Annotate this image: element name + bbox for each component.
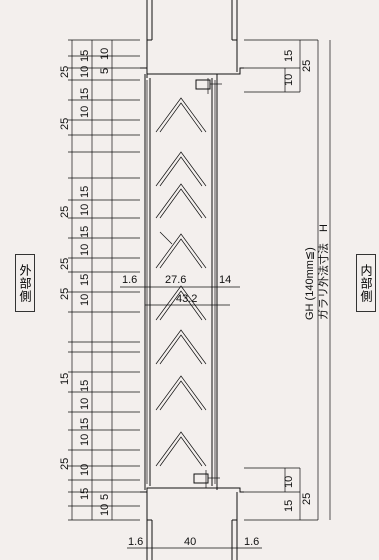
left-inner-dim: 15 (79, 186, 91, 198)
right-dim-15-top: 15 (283, 50, 295, 62)
dimension-texts: 10 15 25 10 15 25 GH (140mm≦) ガラリ外法寸法 H … (122, 50, 330, 548)
right-dimension-lines (244, 39, 331, 521)
mid-dim-1-6: 1.6 (122, 274, 137, 286)
right-dim-25-top: 25 (301, 60, 313, 72)
blade-chevron (155, 285, 207, 321)
left-inner-dim: 15 (79, 226, 91, 238)
left-outer-dim: 25 (59, 258, 71, 270)
left-small-dim: 5 (99, 494, 111, 500)
blade-chevron (155, 375, 207, 411)
left-inner-dim: 15 (79, 380, 91, 392)
mid-dim-43-2: 43.2 (176, 293, 197, 305)
blade-chevron (155, 431, 207, 467)
left-inner-dim: 10 (79, 66, 91, 78)
mid-dimension (120, 231, 240, 306)
left-inner-dim: 10 (79, 398, 91, 410)
left-outer-dim: 15 (59, 373, 71, 385)
left-inner-dim: 10 (79, 464, 91, 476)
glass-height-label: GH (140mm≦) (304, 247, 316, 320)
left-inner-dim: 10 (79, 244, 91, 256)
exterior-side-label: 外部側 (15, 254, 35, 312)
left-inner-dim: 15 (79, 488, 91, 500)
left-dimension-lines (68, 39, 140, 521)
left-dimension-texts: 25 25 25 25 25 15 25 15 10 15 10 15 10 15 10 15 10 15 10 15… (59, 48, 111, 516)
right-dim-10-top: 10 (283, 74, 295, 86)
top-fixing (195, 78, 222, 94)
bottom-fixing (193, 470, 220, 488)
top-frame (140, 0, 244, 78)
bottom-frame (140, 487, 244, 560)
interior-side-label: 内部側 (356, 254, 376, 312)
glass-outer-label: ガラリ外法寸法 H (316, 224, 330, 320)
left-small-dim: 10 (99, 504, 111, 516)
left-outer-dim: 25 (59, 118, 71, 130)
left-small-dim: 10 (99, 48, 111, 60)
left-outer-dim: 25 (59, 206, 71, 218)
left-inner-dim: 10 (79, 294, 91, 306)
right-dim-25-bottom: 25 (301, 493, 313, 505)
bottom-dim-1-6-left: 1.6 (128, 536, 143, 548)
louver-blades (155, 97, 207, 467)
left-outer-dim: 25 (59, 288, 71, 300)
louver-frame (144, 74, 218, 490)
left-inner-dim: 10 (79, 204, 91, 216)
left-inner-dim: 10 (79, 106, 91, 118)
left-inner-dim: 15 (79, 88, 91, 100)
blade-chevron (155, 329, 207, 365)
right-dim-10-bottom: 10 (283, 476, 295, 488)
left-outer-dim: 25 (59, 66, 71, 78)
left-inner-dim: 15 (79, 50, 91, 62)
mid-dim-14: 14 (219, 274, 231, 286)
blade-chevron (155, 183, 207, 219)
left-inner-dim: 10 (79, 434, 91, 446)
left-small-dim: 5 (99, 68, 111, 74)
left-inner-dim: 15 (79, 418, 91, 430)
left-outer-dim: 25 (59, 458, 71, 470)
left-inner-dim: 15 (79, 274, 91, 286)
right-dim-15-bottom: 15 (283, 500, 295, 512)
blade-chevron (155, 97, 207, 133)
blade-chevron (155, 151, 207, 187)
mid-dim-27-6: 27.6 (165, 274, 186, 286)
blade-chevron (155, 233, 207, 269)
bottom-dim-40: 40 (184, 536, 196, 548)
bottom-dim-1-6-right: 1.6 (244, 536, 259, 548)
